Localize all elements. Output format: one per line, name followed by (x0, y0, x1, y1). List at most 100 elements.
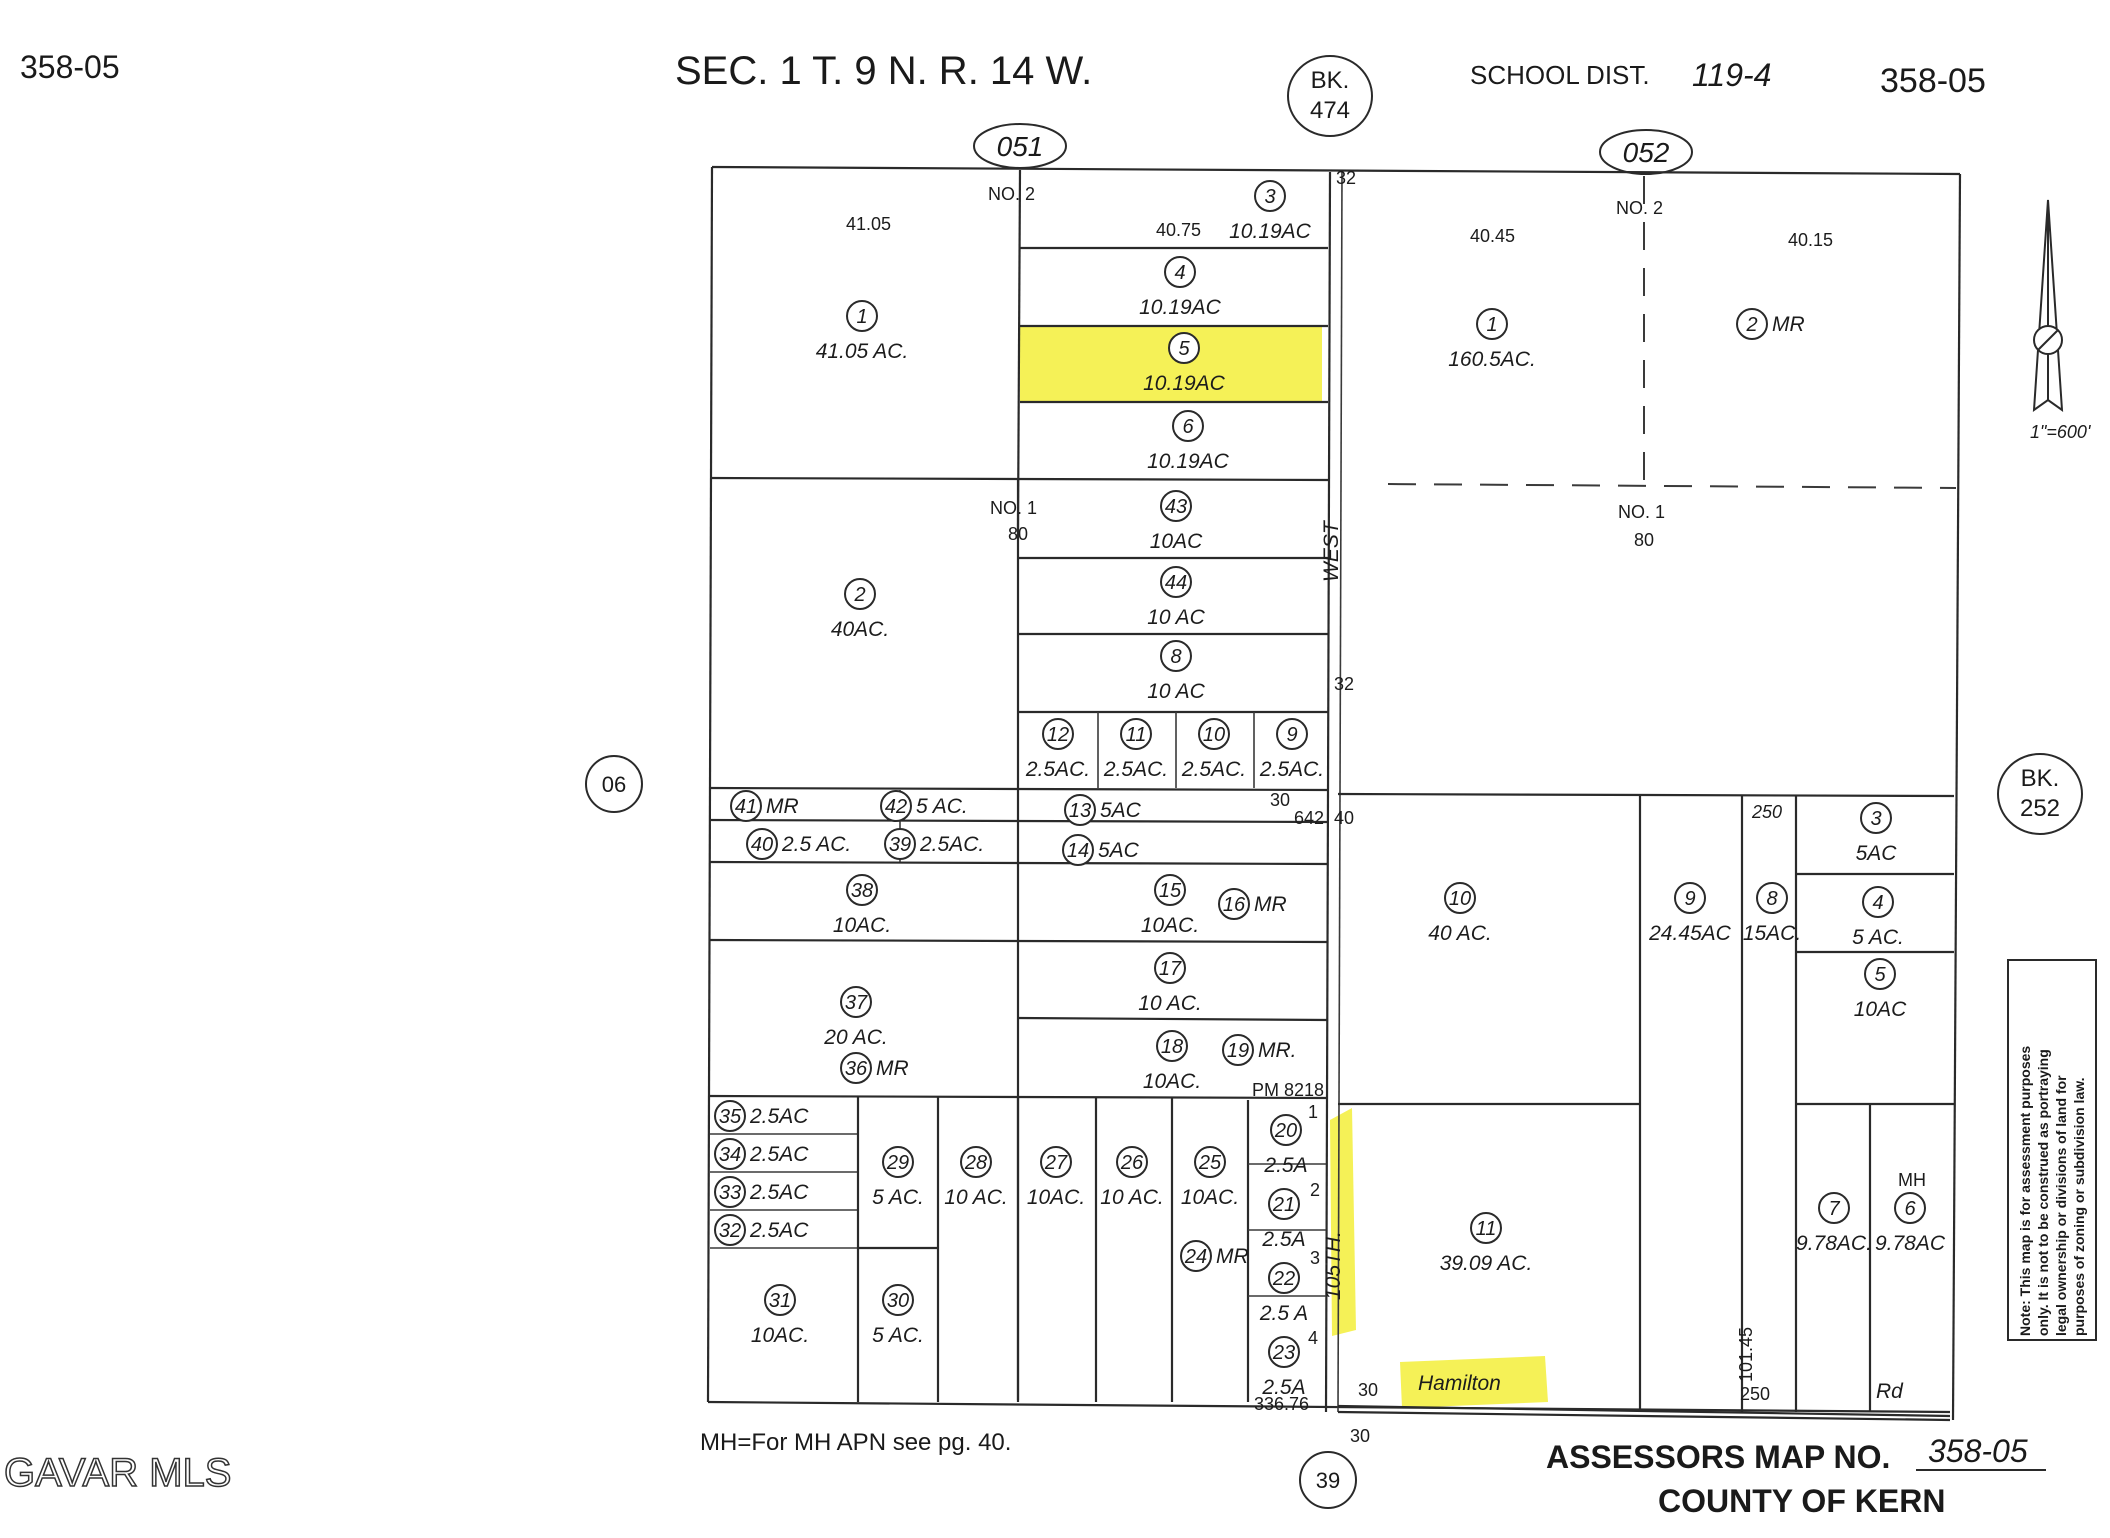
parcel-number-circle (1674, 882, 1706, 914)
parcel-acreage: 2.5AC (749, 1181, 809, 1204)
parcel-acreage: 2.5AC. (1025, 758, 1090, 781)
parcel-acreage: 10.19AC (1147, 450, 1230, 473)
parcel-number: 27 (1044, 1152, 1068, 1174)
dim-41-05: 41.05 (846, 214, 891, 234)
mls-watermark: GAVAR MLS (4, 1451, 231, 1495)
dim-no1-right: NO. 1 (1618, 502, 1665, 522)
parcel-acreage: 5AC (1856, 842, 1898, 865)
parcel-acreage: 10AC. (833, 914, 891, 937)
parcel-number: 2 (853, 584, 865, 606)
parcel-acreage: 2.5AC (749, 1143, 809, 1166)
parcel-labels: 141.05 AC.310.19AC410.19AC510.19AC610.19… (714, 180, 1946, 1399)
parcel-number-circle (1444, 882, 1476, 914)
parcel-acreage: 10AC. (1027, 1186, 1085, 1209)
parcel-acreage: 24.45AC (1648, 922, 1732, 945)
parcel-acreage: 10.19AC (1139, 296, 1222, 319)
dim-no2-left: NO. 2 (988, 184, 1035, 204)
parcel-lines (706, 165, 1962, 1422)
parcel-acreage: 10AC (1854, 998, 1907, 1021)
parcel-number: 16 (1223, 894, 1246, 916)
parcel-number-circle (882, 1284, 914, 1316)
parcel-number: 25 (1198, 1152, 1222, 1174)
parcel-number: 5 (1178, 338, 1190, 360)
dim-30-b: 30 (1358, 1380, 1378, 1400)
parcel-number: 34 (719, 1144, 741, 1166)
parcel-acreage: 10AC. (1141, 914, 1199, 937)
dim-32-mid: 32 (1334, 674, 1354, 694)
parcel-acreage: 10AC (1150, 530, 1203, 553)
assessor-map-label: ASSESSORS MAP NO. (1546, 1439, 1890, 1475)
parcel-acreage: 10 AC. (1138, 992, 1201, 1015)
parcel-number-circle (764, 1284, 796, 1316)
parcel-number-circle (1168, 332, 1200, 364)
parcel-number-circle (1042, 718, 1074, 750)
parcel-number-circle (1120, 718, 1152, 750)
street-hamilton: Hamilton (1418, 1372, 1501, 1395)
parcel-number-circle (884, 828, 916, 860)
dim-101-45: 101.45 (1736, 1327, 1756, 1382)
parcel-number: 8 (1766, 888, 1777, 910)
note-line-4: purposes of zoning or subdivision law. (2071, 1078, 2087, 1337)
assessor-map-number: 358-05 (1928, 1433, 2028, 1469)
parcel-number-circle (1154, 952, 1186, 984)
county-label: COUNTY OF KERN (1658, 1483, 1945, 1519)
parcel-acreage: 10AC. (1143, 1070, 1201, 1093)
book-top-label: BK. (1311, 67, 1350, 94)
parcel-number: 11 (1476, 1218, 1497, 1240)
parcel-number-circle (1736, 308, 1768, 340)
parcel-number: 18 (1161, 1036, 1183, 1058)
parcel-number: 12 (1047, 724, 1069, 746)
street-105th: 105TH. (1322, 1231, 1345, 1300)
highlight-parcel-5 (1020, 326, 1322, 402)
parcel-acreage: 2.5A (1261, 1376, 1305, 1399)
parcel-number: 22 (1272, 1268, 1295, 1290)
parcel-number: 13 (1069, 800, 1091, 822)
parcel-acreage: MR (1772, 313, 1805, 336)
parcel-number-circle (1864, 958, 1896, 990)
parcel-number: 31 (769, 1290, 791, 1312)
parcel-number-circle (1064, 794, 1096, 826)
parcel-number: 38 (851, 880, 873, 902)
parcel-number-circle (1172, 410, 1204, 442)
parcel-number-circle (840, 1052, 872, 1084)
adjacent-block-39 (1299, 1451, 1357, 1509)
parcel-number: 14 (1067, 840, 1089, 862)
parcel-number-circle (960, 1146, 992, 1178)
parcel-acreage: 2.5AC. (919, 833, 984, 856)
parcel-number-circle (1276, 718, 1308, 750)
dim-642: 642 (1294, 808, 1324, 828)
parcel-number-circle (1156, 1030, 1188, 1062)
map-id-left: 358-05 (20, 49, 120, 85)
parcel-number: 7 (1828, 1198, 1840, 1220)
parcel-acreage: 2.5A (1263, 1154, 1307, 1177)
parcel-number: 4 (1174, 262, 1185, 284)
parcel-number: 30 (887, 1290, 909, 1312)
north-arrow-icon (2032, 199, 2064, 413)
parcel-acreage: 5 AC. (872, 1324, 924, 1347)
parcel-number: 5 (1874, 964, 1886, 986)
parcel-number: 42 (885, 796, 907, 818)
parcel-acreage: 2.5AC. (1103, 758, 1168, 781)
parcel-acreage: MR (876, 1057, 909, 1080)
parcel-number: 6 (1904, 1198, 1916, 1220)
parcel-number-circle (1160, 566, 1192, 598)
book-top-circle (1287, 55, 1373, 137)
parcel-acreage: 2.5 A (1259, 1302, 1308, 1325)
mh-marker: MH (1898, 1170, 1926, 1190)
parcel-number: 29 (886, 1152, 909, 1174)
scale-label: 1"=600' (2030, 422, 2091, 442)
dim-30-c: 30 (1350, 1426, 1370, 1446)
parcel-number-circle (1860, 802, 1892, 834)
adjacent-block-39-label: 39 (1316, 1468, 1340, 1493)
parcel-acreage: 10 AC (1147, 606, 1205, 629)
parcel-number: 8 (1170, 646, 1181, 668)
adjacent-block-06-label: 06 (602, 772, 626, 797)
parcel-number-circle (714, 1100, 746, 1132)
parcel-number: 10 (1203, 724, 1225, 746)
parcel-number-circle (844, 578, 876, 610)
parcel-acreage: 2.5A (1261, 1228, 1305, 1251)
note-line-2: only. It is not to be construed as portr… (2035, 1049, 2051, 1336)
parcel-acreage: 5AC (1098, 839, 1140, 862)
parcel-acreage: 20 AC. (823, 1026, 887, 1049)
parcel-acreage: 10 AC. (1100, 1186, 1163, 1209)
